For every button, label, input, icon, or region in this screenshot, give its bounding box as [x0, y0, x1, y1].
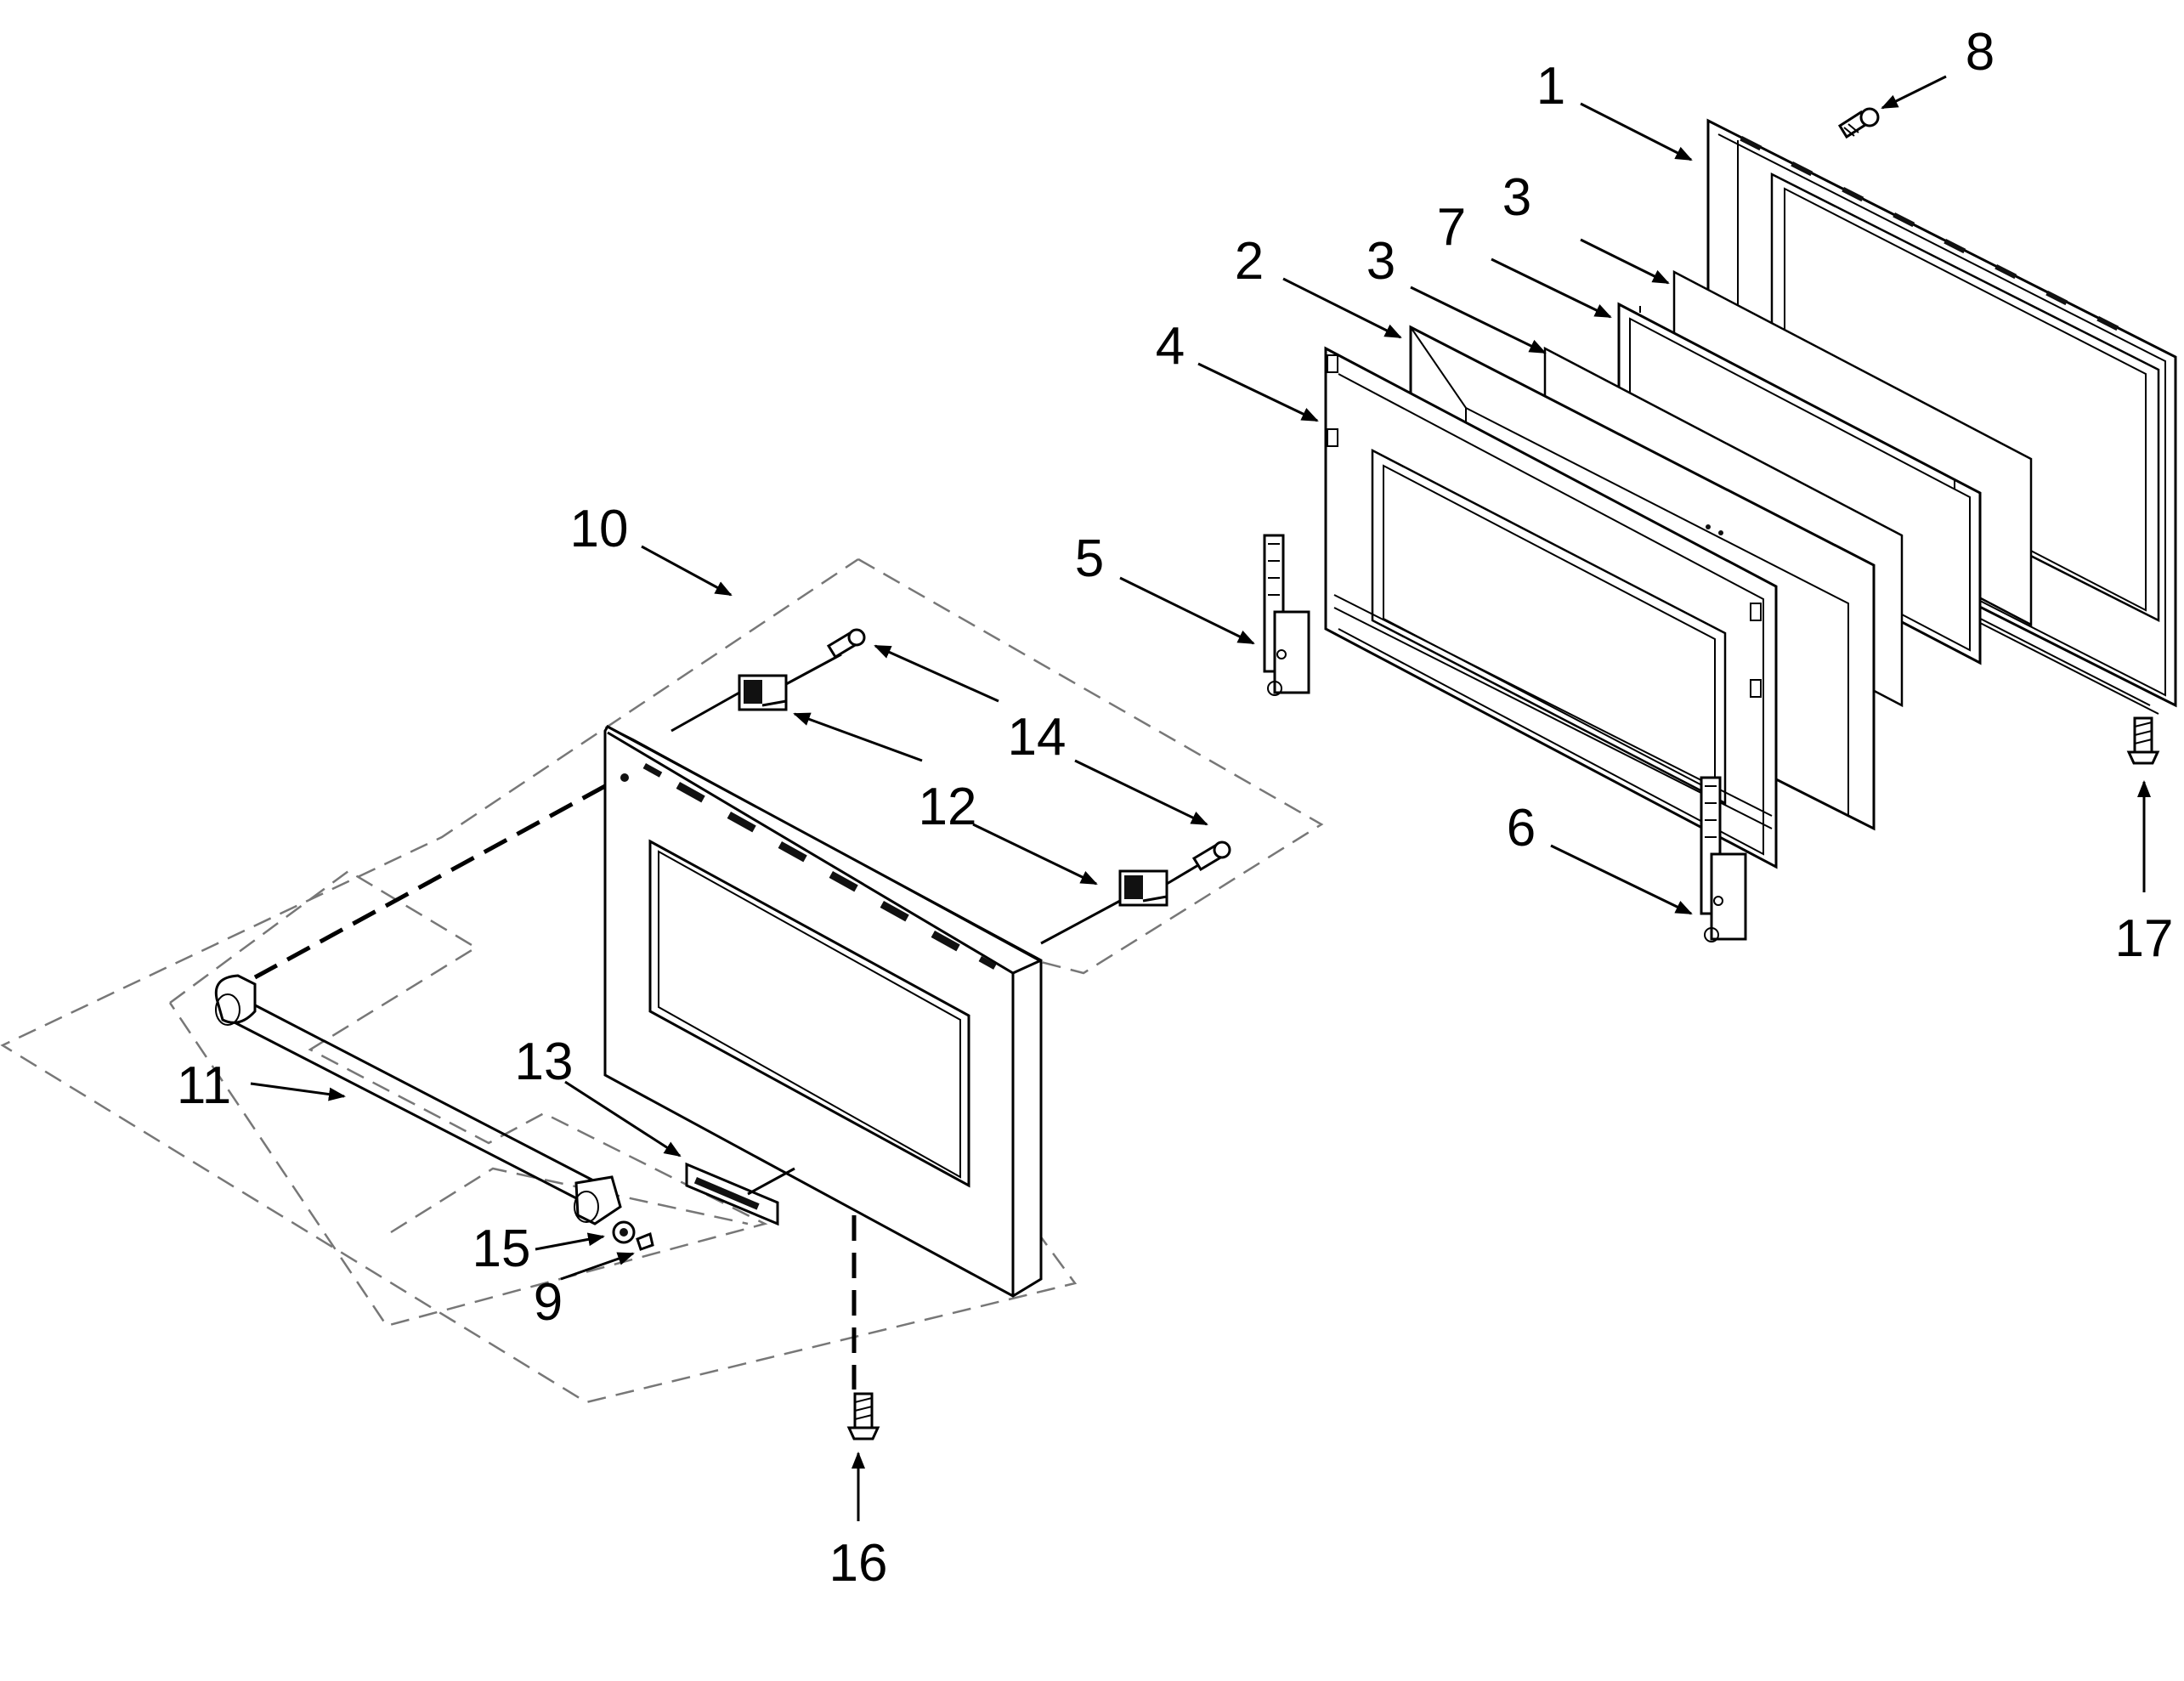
callout-11: 11 — [177, 1056, 231, 1115]
callout-14: 14 — [1008, 708, 1067, 767]
callout-1: 1 — [1536, 57, 1565, 116]
callout-2: 2 — [1235, 232, 1264, 291]
callout-10: 10 — [570, 500, 629, 558]
screw-8 — [1837, 107, 1880, 139]
leader-arrows — [250, 75, 2151, 1521]
bracket-upper — [738, 674, 788, 711]
screw-14-lower — [1191, 840, 1231, 872]
door-assembly-outline — [0, 558, 1324, 1404]
callout-3-front: 3 — [1366, 232, 1395, 291]
callout-16: 16 — [829, 1534, 888, 1593]
hinge-left — [1263, 534, 1310, 696]
callout-3-rear: 3 — [1502, 168, 1531, 227]
callout-4: 4 — [1156, 317, 1185, 376]
callout-8: 8 — [1966, 23, 1994, 82]
door-inner-frame — [1324, 346, 1778, 869]
bracket-lower — [1118, 869, 1168, 907]
callout-17: 17 — [2115, 909, 2174, 968]
callout-13: 13 — [515, 1033, 574, 1091]
screw-9 — [636, 1231, 654, 1251]
callout-6: 6 — [1507, 799, 1536, 857]
hinge-right — [1700, 776, 1747, 942]
callout-9: 9 — [534, 1273, 563, 1332]
outer-door-panel — [603, 724, 1043, 1298]
door-handle — [214, 974, 622, 1225]
callout-labels: 1 2 3 3 4 5 6 7 8 9 10 11 12 13 14 15 16… — [177, 23, 2174, 1593]
callout-12: 12 — [919, 778, 977, 836]
spacer-15 — [612, 1220, 636, 1244]
callout-15: 15 — [472, 1220, 531, 1278]
screw-17 — [2126, 716, 2160, 765]
nameplate — [685, 1162, 779, 1226]
callout-7: 7 — [1437, 198, 1466, 257]
screw-16 — [846, 1392, 880, 1440]
callout-5: 5 — [1075, 529, 1104, 588]
screw-14-upper — [826, 628, 866, 659]
assembly-connectors — [253, 653, 1199, 1390]
